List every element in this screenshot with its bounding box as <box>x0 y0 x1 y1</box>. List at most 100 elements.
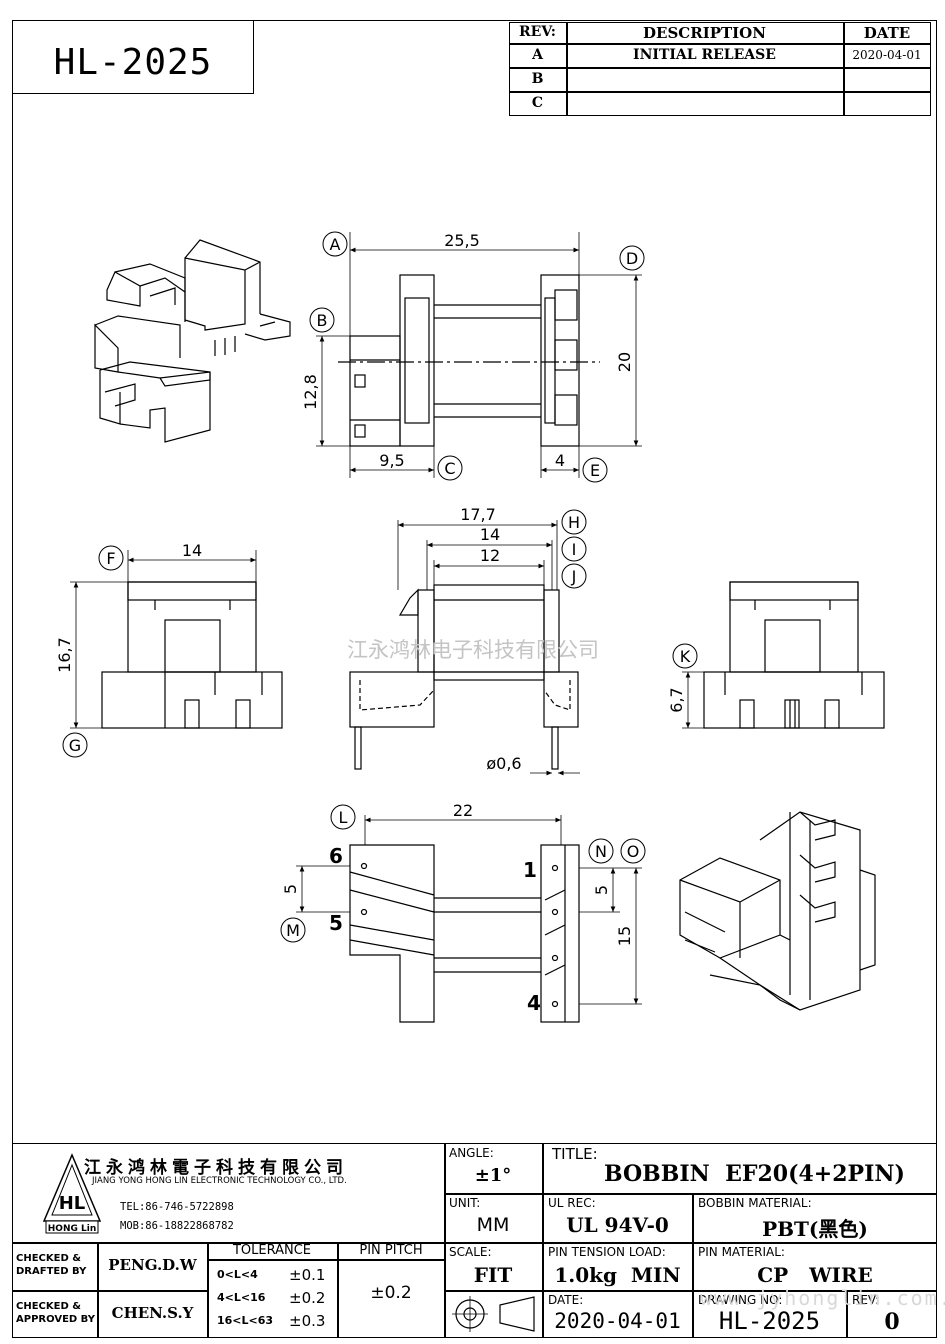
rev-col-header: REV: <box>519 24 556 40</box>
top-view <box>316 232 642 478</box>
dim-side-width: 14 <box>182 541 202 560</box>
callout-M-label: M <box>286 921 300 940</box>
callout-O: O <box>620 838 646 864</box>
callout-B-label: B <box>317 311 328 330</box>
callout-F-label: F <box>106 549 115 568</box>
company-name-cn: 江永鸿林電子科技有限公司 <box>84 1158 348 1178</box>
unit-value: MM <box>476 1214 510 1236</box>
bobbin-material-value: PBT(黑色) <box>762 1217 868 1241</box>
rev-label: REV: <box>852 1293 880 1307</box>
callout-B: B <box>309 307 335 333</box>
date-value: 2020-04-01 <box>554 1309 681 1333</box>
side-view-right <box>682 581 885 729</box>
pin-material-value: CP WIRE <box>757 1263 873 1287</box>
pin-1: 1 <box>523 858 537 882</box>
date-col-header: DATE <box>863 24 911 42</box>
angle-label: ANGLE: <box>449 1146 494 1160</box>
rev-a-desc: INITIAL RELEASE <box>633 47 776 63</box>
company-logo: HL HONG Lin <box>42 1153 102 1234</box>
dim-bottom-width: 22 <box>453 801 473 820</box>
dim-bottom-left: 9,5 <box>379 451 404 470</box>
callout-K: K <box>672 643 698 669</box>
side-view-left <box>70 550 283 729</box>
tol-range-1: 0<L<4 <box>217 1268 258 1281</box>
iso-view-top <box>94 239 291 443</box>
callouts: A B C D E F G H I J K L M N O <box>62 231 698 943</box>
drawing-no-label: DRAWING NO: <box>698 1293 783 1307</box>
dim-left-height: 12,8 <box>301 374 320 410</box>
dim-bottom-right: 4 <box>555 451 565 470</box>
callout-H: H <box>561 509 587 535</box>
watermark: 江永鸿林电子科技有限公司 <box>347 638 599 662</box>
rev-a-date: 2020-04-01 <box>852 48 922 62</box>
dim-pitch-right: 5 <box>592 885 611 895</box>
dim-side-right-height: 6,7 <box>667 687 686 712</box>
callout-K-label: K <box>680 647 691 666</box>
scale-label: SCALE: <box>449 1245 492 1259</box>
scale-value: FIT <box>473 1263 513 1287</box>
front-view <box>349 520 580 776</box>
title-block: HL HONG Lin 江永鸿林電子科技有限公司 JIANG YONG HONG… <box>12 1143 937 1338</box>
rev-table: REV: DESCRIPTION DATE A INITIAL RELEASE … <box>509 22 931 116</box>
part-number: HL-2025 <box>53 42 213 83</box>
tol-range-2: 4<L<16 <box>217 1291 266 1304</box>
rev-b: B <box>531 71 544 87</box>
dimension-labels: 25,5 20 12,8 9,5 4 17,7 14 12 14 16,7 6,… <box>55 231 686 946</box>
callout-A: A <box>322 231 348 257</box>
drafted-label-2: DRAFTED BY <box>16 1266 87 1277</box>
angle-value: ±1° <box>474 1165 512 1186</box>
desc-col-header: DESCRIPTION <box>643 24 766 42</box>
callout-G-label: G <box>69 736 81 755</box>
approved-label-2: APPROVED BY <box>16 1314 95 1325</box>
dim-pin-dia: ø0,6 <box>486 754 521 773</box>
tol-range-3: 16<L<63 <box>217 1314 274 1327</box>
callout-N-label: N <box>595 842 607 861</box>
logo-sub: HONG Lin <box>48 1224 96 1234</box>
callout-L: L <box>330 804 356 830</box>
company-name-en: JIANG YONG HONG LIN ELECTRONIC TECHNOLOG… <box>92 1176 347 1186</box>
tol-value-2: ±0.2 <box>289 1289 326 1307</box>
title-value: BOBBIN EF20(4+2PIN) <box>604 1161 905 1187</box>
ul-label: UL REC: <box>548 1196 596 1210</box>
callout-D: D <box>619 245 645 271</box>
pin-material-label: PIN MATERIAL: <box>698 1245 785 1259</box>
iso-view-bottom <box>679 811 876 1011</box>
pin-numbers: 6 5 1 4 <box>329 844 541 1015</box>
tol-value-1: ±0.1 <box>289 1266 326 1284</box>
callout-E-label: E <box>590 461 600 480</box>
callout-I: I <box>561 536 587 562</box>
callout-I-label: I <box>572 540 577 559</box>
title-label: TITLE: <box>552 1145 598 1163</box>
bottom-view <box>296 815 642 1023</box>
logo-text: HL <box>59 1193 86 1214</box>
rev-a: A <box>532 47 543 63</box>
ul-value: UL 94V-0 <box>566 1213 669 1237</box>
callout-N: N <box>588 838 614 864</box>
dim-side-height: 16,7 <box>55 637 74 673</box>
dim-top-width: 25,5 <box>444 231 480 250</box>
bobbin-material-label: BOBBIN MATERIAL: <box>698 1196 812 1210</box>
pin-pitch-label: PIN PITCH <box>359 1243 423 1258</box>
technical-drawing: A B C D E F G H I J K L M N O 25,5 20 12… <box>55 231 885 1023</box>
pin-4: 4 <box>527 991 541 1015</box>
dim-pitch-left: 5 <box>281 884 300 894</box>
rev-c: C <box>531 95 544 111</box>
callout-E: E <box>582 457 608 483</box>
drawing-no-value: HL-2025 <box>718 1307 821 1335</box>
callout-O-label: O <box>627 842 640 861</box>
tolerance-label: TOLERANCE <box>232 1243 312 1258</box>
dim-17-7: 17,7 <box>460 505 496 524</box>
company-tel: TEL:86-746-5722898 <box>120 1201 234 1213</box>
approved-by: CHEN.S.Y <box>111 1304 194 1322</box>
approved-label-1: CHECKED & <box>16 1301 81 1312</box>
callout-M: M <box>280 917 306 943</box>
projection-symbol <box>452 1296 535 1332</box>
callout-C-label: C <box>444 459 455 478</box>
unit-label: UNIT: <box>449 1196 481 1210</box>
company-mob: MOB:86-18822868782 <box>120 1220 234 1232</box>
callout-D-label: D <box>626 249 638 268</box>
tol-value-3: ±0.3 <box>289 1312 326 1330</box>
callout-J: J <box>561 563 587 589</box>
dim-top-height: 20 <box>615 352 634 372</box>
callout-L-label: L <box>339 808 348 827</box>
